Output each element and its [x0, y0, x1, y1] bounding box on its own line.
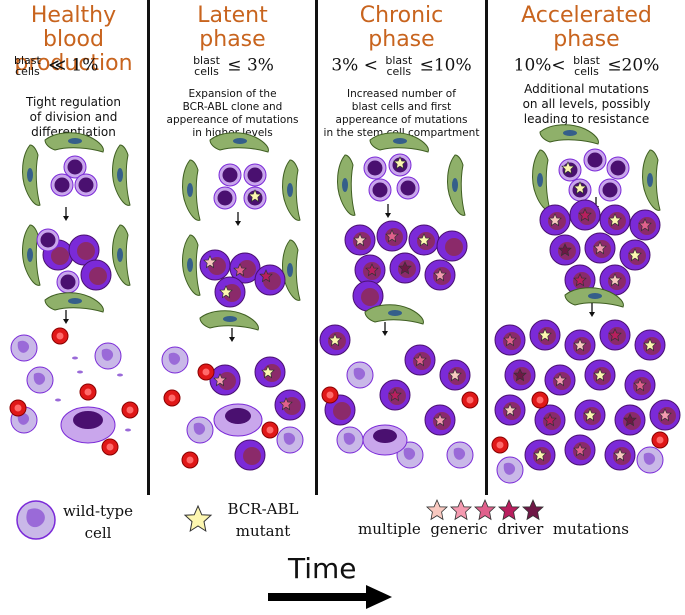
legend-bcr-abl-label: BCR-ABL mutant — [227, 500, 299, 540]
time-label: Time — [288, 552, 357, 585]
legend-wild-type-icon — [16, 500, 56, 540]
legend-mutation-stars-icon — [426, 499, 544, 521]
phase-description: Tight regulation of division and differe… — [26, 95, 121, 139]
legend-bcr-abl-star-icon — [183, 504, 213, 533]
phase-title: Accelerated phase — [521, 3, 652, 52]
accelerated-scene — [491, 124, 681, 484]
blast-relation: ≤10% — [419, 55, 472, 76]
phase-title: Latent phase — [197, 3, 268, 52]
phase-divider — [315, 0, 318, 495]
latent-scene — [161, 132, 306, 471]
phase-title: Chronic phase — [359, 3, 444, 52]
blast-relation: ≤ 3% — [227, 55, 274, 76]
blast-relation: ≪ 1% — [48, 55, 99, 76]
healthy-scene — [9, 132, 139, 456]
phase-description: Additional mutations on all levels, poss… — [522, 82, 651, 126]
legend-wild-type-label: wild-type cell — [62, 502, 134, 542]
blast-lower-bound: 10%< — [513, 55, 566, 76]
phase-divider — [485, 0, 488, 495]
blast-lower-bound: 3% < — [331, 55, 378, 76]
legend-mutations-label: multiple generic driver mutations — [358, 520, 629, 538]
cell-illustration — [9, 124, 681, 484]
blast-relation: ≤20% — [607, 55, 660, 76]
chronic-scene — [319, 132, 479, 469]
time-arrow — [268, 585, 392, 609]
phase-divider — [147, 0, 150, 495]
phase-title: Healthy blood production — [14, 3, 133, 76]
